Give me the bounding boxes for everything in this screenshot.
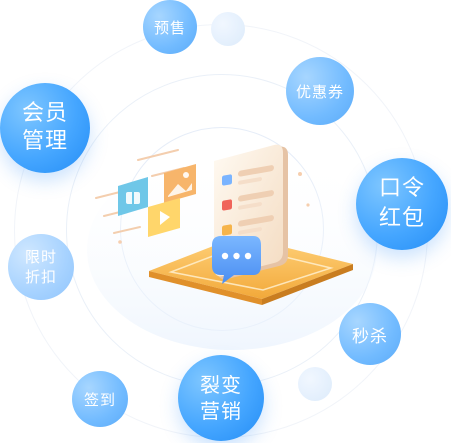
feature-presale-label: 预售	[153, 18, 186, 37]
feature-member-management-label: 会员 管理	[21, 101, 68, 154]
feature-fission-marketing-label: 裂变 营销	[200, 373, 242, 423]
feature-flash-sale[interactable]: 秒杀	[339, 303, 401, 365]
decorative-dot	[211, 12, 245, 46]
feature-limited-discount[interactable]: 限时 折扣	[8, 234, 74, 300]
feature-red-packet-label: 口令 红包	[378, 176, 425, 231]
feature-fission-marketing[interactable]: 裂变 营销	[178, 355, 264, 441]
video-play-icon	[148, 198, 180, 237]
gift-card-icon	[118, 177, 148, 216]
feature-member-management[interactable]: 会员 管理	[0, 83, 90, 173]
feature-check-in[interactable]: 签到	[72, 371, 128, 427]
feature-coupon[interactable]: 优惠券	[286, 57, 354, 125]
feature-limited-discount-label: 限时 折扣	[24, 248, 57, 286]
sparkles	[118, 172, 310, 244]
feature-coupon-label: 优惠券	[295, 82, 344, 101]
feature-flash-sale-label: 秒杀	[352, 326, 388, 347]
feature-check-in-label: 签到	[83, 390, 116, 409]
document-icon	[222, 165, 274, 236]
feature-presale[interactable]: 预售	[143, 0, 197, 54]
chat-bubble-icon	[212, 236, 261, 284]
image-icon	[164, 164, 196, 203]
feature-red-packet[interactable]: 口令 红包	[356, 158, 448, 250]
decorative-dot	[298, 367, 332, 401]
